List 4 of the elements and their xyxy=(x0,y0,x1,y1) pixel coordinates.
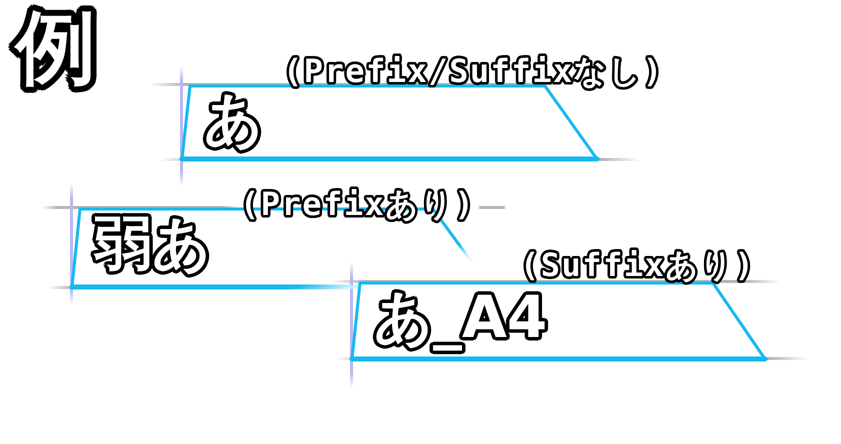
example-name: あ xyxy=(202,86,264,156)
example-name: 弱あ xyxy=(90,210,215,282)
title: 例 xyxy=(9,1,103,95)
example-name: あ_A4 xyxy=(370,284,552,356)
